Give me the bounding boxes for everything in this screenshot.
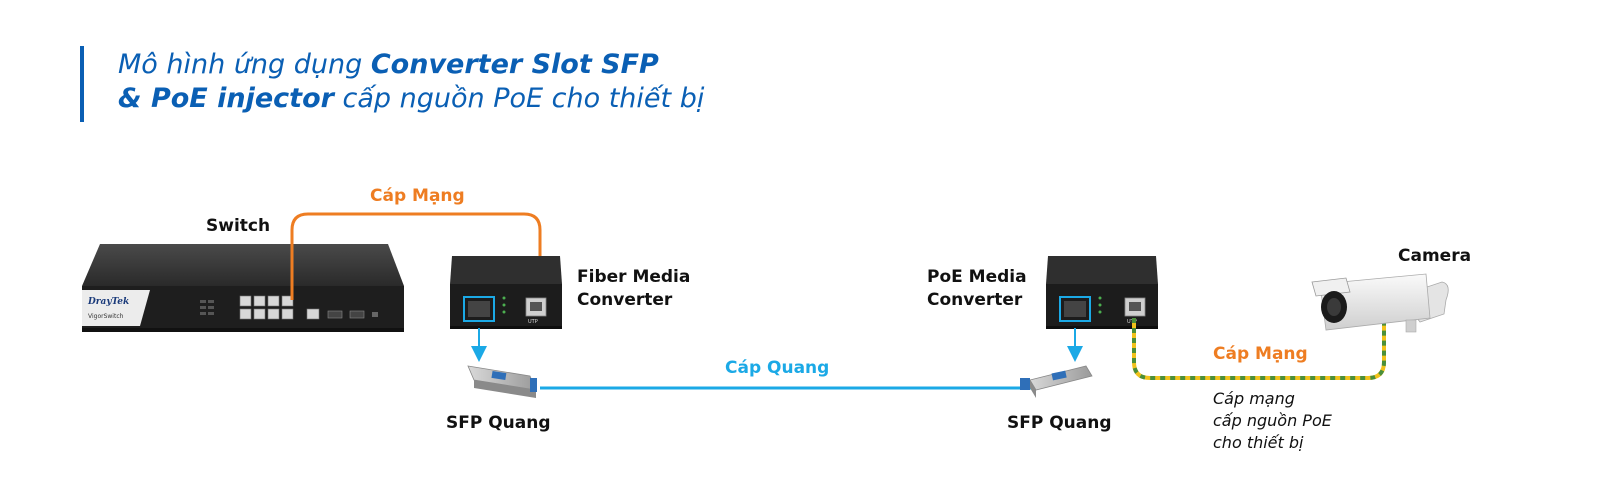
fiber-converter-label: Fiber Media Converter xyxy=(577,266,690,312)
switch-model-text: VigorSwitch xyxy=(88,313,124,320)
title-line1-bold: Converter Slot SFP xyxy=(370,49,659,80)
switch-label: Switch xyxy=(206,216,271,236)
sfp-right-label: SFP Quang xyxy=(1007,413,1112,433)
sfp-module-left xyxy=(467,365,537,398)
poe-converter-label: PoE Media Converter xyxy=(927,266,1027,312)
sfp-module-right xyxy=(1020,365,1093,398)
camera-device xyxy=(1311,273,1449,333)
fiber-converter-label-line1: Fiber Media xyxy=(577,267,691,287)
title-line1-italic: Mô hình ứng dụng xyxy=(118,49,371,80)
switch-device: DrayTek VigorSwitch xyxy=(82,244,404,332)
poe-media-converter-device: UTP xyxy=(1046,256,1158,329)
title-accent-bar xyxy=(80,46,84,122)
poe-converter-port-label: UTP xyxy=(1127,319,1137,325)
poe-cable xyxy=(1132,318,1386,380)
fiber-media-converter-device: UTP xyxy=(450,256,562,329)
fiber-converter-label-line2: Converter xyxy=(577,290,673,310)
fiber-cable-label: Cáp Quang xyxy=(725,358,830,378)
poe-note: Cáp mạng cấp nguồn PoE cho thiết bị xyxy=(1213,388,1332,454)
poe-note-line3: cho thiết bị xyxy=(1213,433,1304,452)
sfp-left-label: SFP Quang xyxy=(446,413,551,433)
poe-note-line2: cấp nguồn PoE xyxy=(1213,411,1332,430)
camera-label: Camera xyxy=(1398,246,1472,266)
poe-note-line1: Cáp mạng xyxy=(1213,389,1295,408)
poe-converter-label-line2: Converter xyxy=(927,290,1023,310)
fiber-converter-port-label: UTP xyxy=(528,319,538,325)
cable-right-label: Cáp Mạng xyxy=(1213,344,1308,364)
switch-brand-text: DrayTek xyxy=(87,297,129,307)
cable-top-label: Cáp Mạng xyxy=(370,186,465,206)
title-line2-bold: & PoE injector xyxy=(118,83,334,114)
poe-converter-label-line1: PoE Media xyxy=(927,267,1027,287)
network-cable-top xyxy=(290,212,542,306)
title-line2-italic: cấp nguồn PoE cho thiết bị xyxy=(333,83,705,114)
diagram-title: Mô hình ứng dụng Converter Slot SFP & Po… xyxy=(118,48,704,116)
